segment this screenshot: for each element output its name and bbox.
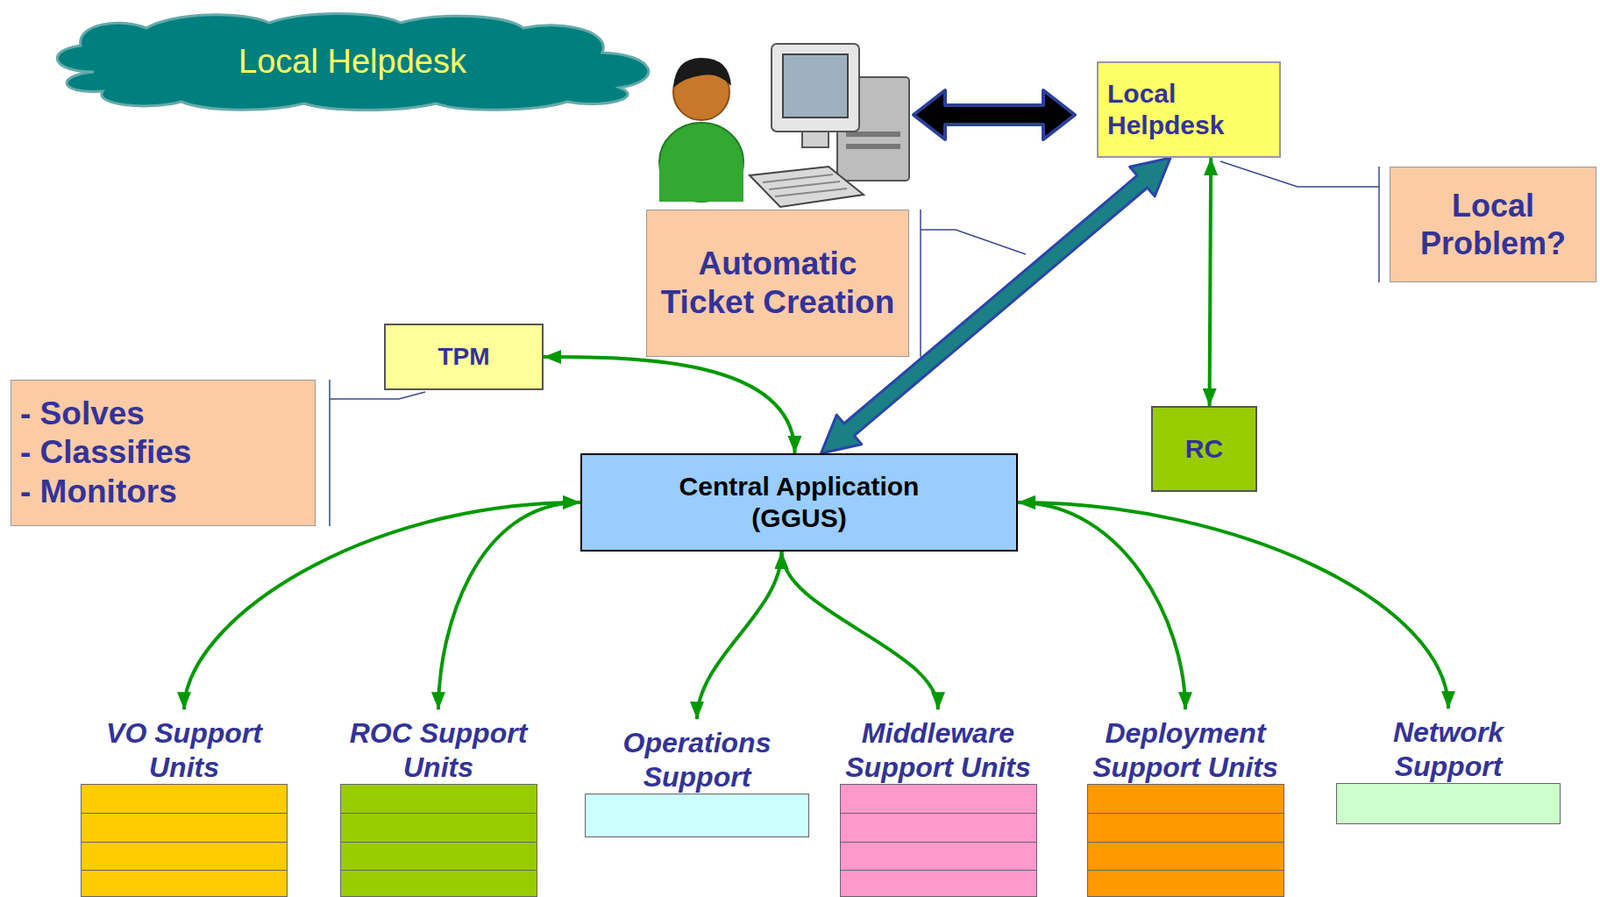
stack-row (840, 812, 1037, 814)
stack-row (81, 812, 287, 814)
stack-row (1088, 812, 1284, 814)
stack-row (341, 841, 537, 843)
support-group: VO Support Units (65, 709, 303, 897)
support-group: ROC Support Units (320, 709, 557, 897)
stack-row (81, 841, 287, 843)
computer-icon (749, 43, 910, 207)
central-box: Central Application (GGUS) (580, 453, 1018, 552)
stack-row (81, 869, 287, 871)
group-heading: Operations Support (587, 725, 807, 794)
node-label: Local Helpdesk (1107, 78, 1271, 142)
connector (696, 551, 783, 719)
stack-row (840, 841, 1037, 843)
stack-row (1088, 841, 1284, 843)
group-heading: VO Support Units (74, 716, 294, 784)
node-label: - Solves (20, 394, 145, 434)
connector (1209, 157, 1212, 406)
user-figure (659, 57, 744, 202)
node-label: Automatic Ticket Creation (655, 244, 900, 323)
node-label: TPM (437, 341, 490, 372)
stack-row (341, 812, 537, 814)
support-group: Operations Support (578, 718, 816, 838)
cloud-node: Local Helpdesk (41, 10, 664, 113)
node-label: Local Problem? (1399, 186, 1587, 263)
connector (438, 502, 581, 710)
note-box: Local Problem? (1389, 166, 1597, 283)
stack-row (341, 869, 537, 871)
connector (782, 551, 939, 710)
group-heading: Deployment Support Units (1075, 716, 1295, 784)
stack-row (840, 869, 1037, 871)
note-box: Automatic Ticket Creation (646, 209, 910, 357)
node-label: - Classifies (20, 433, 192, 472)
tpm-box: TPM (384, 323, 544, 391)
helpdesk-box: Local Helpdesk (1096, 61, 1281, 158)
group-heading: Middleware Support Units (828, 716, 1048, 784)
connector (543, 356, 796, 454)
support-group: Middleware Support Units (819, 709, 1057, 897)
unit-stack (1336, 782, 1561, 825)
connector (184, 502, 581, 710)
note-box: - Solves- Classifies- Monitors (10, 379, 316, 527)
rc-box: RC (1151, 405, 1258, 492)
group-heading: Network Support (1338, 715, 1558, 783)
connector (1017, 502, 1449, 709)
unit-stack (80, 783, 288, 897)
node-label: RC (1185, 433, 1224, 465)
exchange-arrow (913, 90, 1075, 140)
cloud-label: Local Helpdesk (238, 42, 467, 81)
support-group: Deployment Support Units (1066, 709, 1304, 897)
unit-stack (1087, 783, 1285, 897)
unit-stack (584, 793, 810, 838)
node-label: - Monitors (20, 472, 178, 512)
unit-stack (340, 783, 538, 897)
group-heading: ROC Support Units (328, 716, 548, 784)
connector (1017, 502, 1186, 710)
stack-row (1088, 869, 1284, 871)
unit-stack (839, 783, 1038, 897)
node-label: Central Application (GGUS) (641, 470, 958, 534)
support-group: Network Support (1329, 708, 1567, 825)
